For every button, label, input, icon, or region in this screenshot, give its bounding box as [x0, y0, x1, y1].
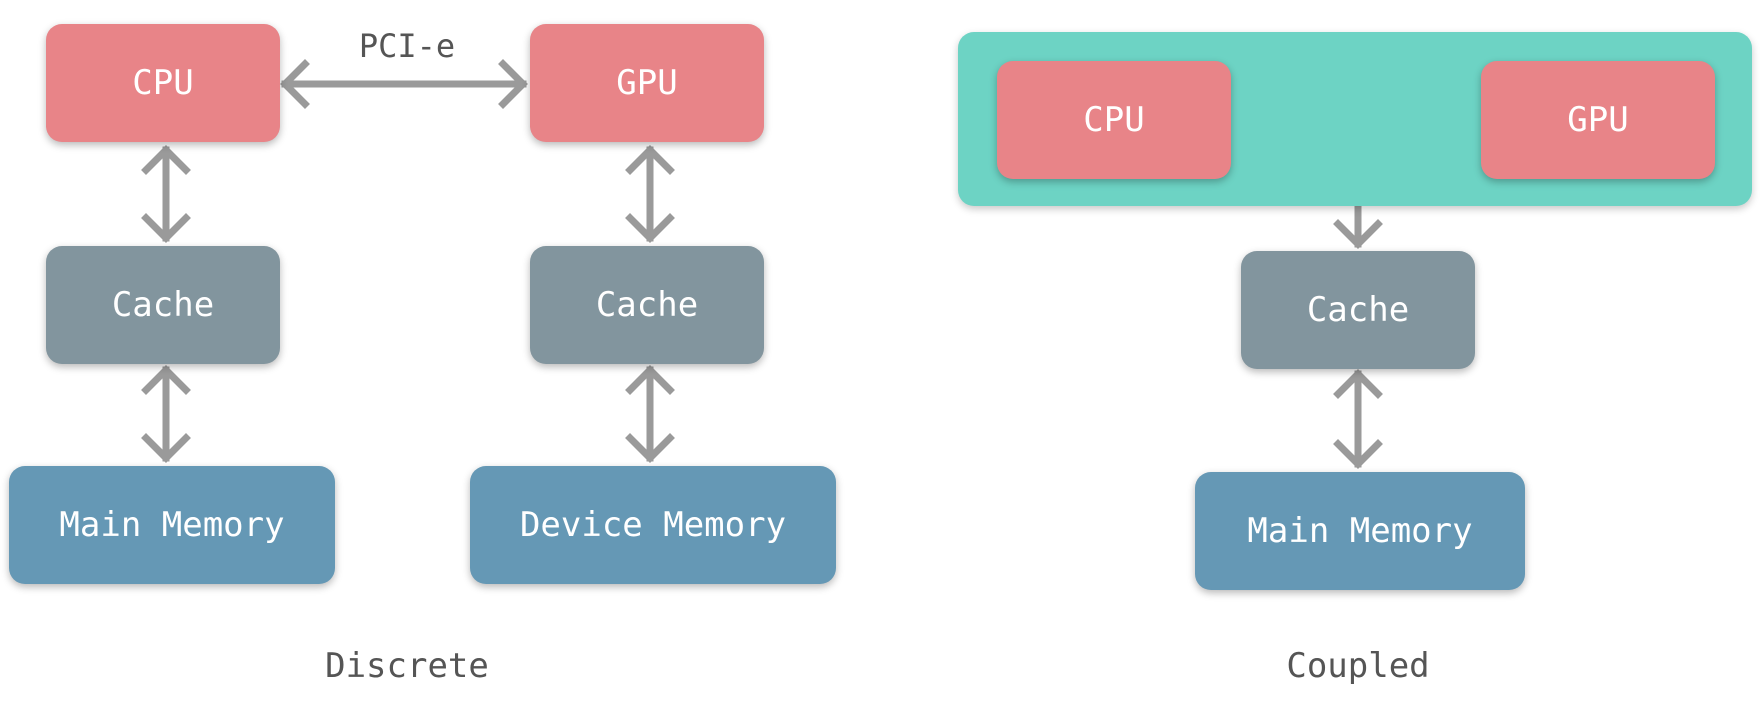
- coupled-cache-box: Cache: [1241, 251, 1475, 369]
- discrete-caption: Discrete: [325, 646, 489, 686]
- coupled-caption: Coupled: [1286, 646, 1430, 686]
- discrete-gpu-cache-box: Cache: [530, 246, 764, 364]
- discrete-device-memory-box: Device Memory: [470, 466, 836, 584]
- discrete-gpu-box: GPU: [530, 24, 764, 142]
- discrete-cpu-box: CPU: [46, 24, 280, 142]
- gpu-cache-arrow: [625, 145, 675, 243]
- cpu-cache-arrow: [141, 145, 191, 243]
- coupled-main-memory-box: Main Memory: [1195, 472, 1525, 590]
- cpu-cache-memory-arrow: [141, 365, 191, 463]
- coupled-gpu-box: GPU: [1481, 61, 1715, 179]
- coupled-cache-memory-arrow: [1333, 369, 1383, 469]
- pcie-label: PCI-e: [358, 27, 456, 65]
- coupled-cpu-box: CPU: [997, 61, 1231, 179]
- discrete-main-memory-box: Main Memory: [9, 466, 335, 584]
- pcie-link-arrow: [280, 59, 528, 109]
- gpu-cache-device-memory-arrow: [625, 365, 675, 463]
- discrete-cpu-cache-box: Cache: [46, 246, 280, 364]
